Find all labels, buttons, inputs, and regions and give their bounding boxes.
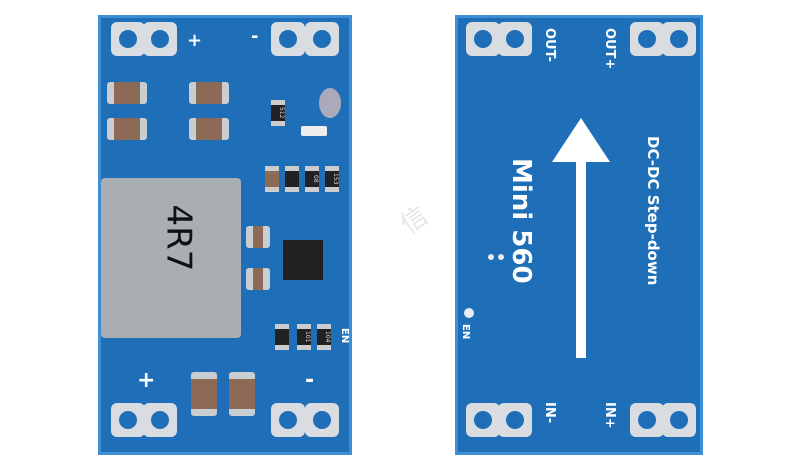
- pad-top-left-1: [466, 22, 500, 56]
- resistor: 104: [317, 324, 331, 350]
- resistor: 153: [325, 166, 339, 192]
- board-title: Mini 560: [506, 158, 536, 284]
- inductor-code: 4R7: [158, 204, 199, 272]
- top-plus-label: +: [187, 30, 203, 51]
- out-minus-label: OUT-: [542, 28, 557, 62]
- pad-top-left-1: [111, 22, 145, 56]
- arrow-head-icon: [552, 118, 610, 162]
- bottom-plus-label: +: [137, 368, 156, 393]
- capacitor: [107, 82, 147, 104]
- capacitor: [229, 372, 255, 416]
- pad-bottom-right-1: [271, 403, 305, 437]
- bottom-minus-label: -: [305, 368, 315, 393]
- out-plus-label: OUT+: [602, 28, 617, 70]
- capacitor: [189, 118, 229, 140]
- arrow-up-icon: [576, 128, 586, 358]
- resistor: 101: [297, 324, 311, 350]
- board-subtitle: DC-DC Step-down: [644, 136, 662, 286]
- watermark: 信: [395, 200, 434, 241]
- left-pcb-board: + - 4R7 512 08 153 101 104 EN + -: [98, 15, 352, 455]
- resistor: [265, 166, 279, 192]
- pad-bottom-right-2: [305, 403, 339, 437]
- capacitor: [189, 82, 229, 104]
- via: [498, 254, 504, 260]
- resistor: 512: [271, 100, 285, 126]
- capacitor: [191, 372, 217, 416]
- via: [464, 308, 474, 318]
- en-label: EN: [339, 328, 350, 344]
- diode: [319, 88, 341, 118]
- en-label: EN: [460, 324, 471, 340]
- resistor: [275, 324, 289, 350]
- pad-top-right-2: [305, 22, 339, 56]
- pad-bottom-left-1: [466, 403, 500, 437]
- pad-bottom-left-1: [111, 403, 145, 437]
- pad-top-right-1: [271, 22, 305, 56]
- pad-bottom-right-2: [662, 403, 696, 437]
- led: [301, 126, 327, 136]
- ic-chip: [283, 240, 323, 280]
- resistor: 08: [305, 166, 319, 192]
- via: [488, 254, 494, 260]
- top-minus-label: -: [251, 26, 259, 47]
- pad-top-left-2: [143, 22, 177, 56]
- resistor: [285, 166, 299, 192]
- capacitor: [246, 226, 270, 248]
- in-minus-label: IN-: [542, 402, 557, 424]
- in-plus-label: IN+: [602, 402, 617, 429]
- pad-bottom-left-2: [498, 403, 532, 437]
- right-pcb-board: OUT- OUT+ Mini 560 DC-DC Step-down EN IN…: [455, 15, 703, 455]
- pad-top-right-2: [662, 22, 696, 56]
- pad-top-right-1: [630, 22, 664, 56]
- pad-top-left-2: [498, 22, 532, 56]
- inductor: 4R7: [101, 178, 241, 338]
- pad-bottom-right-1: [630, 403, 664, 437]
- capacitor: [107, 118, 147, 140]
- pad-bottom-left-2: [143, 403, 177, 437]
- capacitor: [246, 268, 270, 290]
